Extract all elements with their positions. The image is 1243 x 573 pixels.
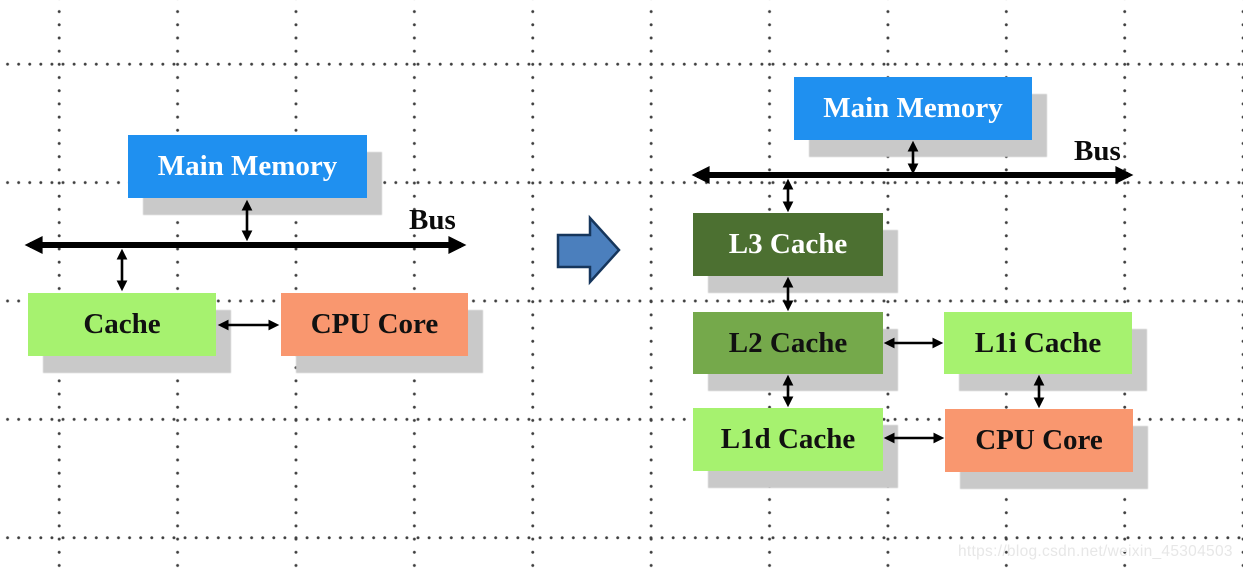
l1d-cache-label: L1d Cache [720, 423, 856, 455]
l2-cache-box: L2 Cache [693, 312, 883, 374]
cpu-core-box-left: CPU Core [281, 293, 468, 356]
bus-label-right: Bus [1074, 135, 1121, 167]
main-memory-box-right: Main Memory [794, 77, 1032, 140]
cache-box-left: Cache [28, 293, 216, 356]
bus-label-left: Bus [409, 204, 456, 236]
l1d-cache-box: L1d Cache [693, 408, 883, 471]
transform-arrow-icon [556, 214, 621, 286]
l3-cache-box: L3 Cache [693, 213, 883, 276]
l2-cache-label: L2 Cache [728, 326, 848, 359]
cache-label-left: Cache [83, 308, 161, 340]
main-memory-label-right: Main Memory [823, 92, 1003, 124]
cpu-core-box-right: CPU Core [945, 409, 1133, 472]
l1i-cache-label: L1i Cache [974, 326, 1102, 359]
l1i-cache-box: L1i Cache [944, 312, 1132, 374]
main-memory-label-left: Main Memory [157, 150, 338, 182]
cpu-core-label-right: CPU Core [975, 424, 1103, 456]
main-memory-box-left: Main Memory [128, 135, 367, 198]
watermark-text: https://blog.csdn.net/weixin_45304503 [958, 543, 1233, 560]
cpu-core-label-left: CPU Core [310, 308, 439, 340]
l3-cache-label: L3 Cache [728, 228, 848, 260]
